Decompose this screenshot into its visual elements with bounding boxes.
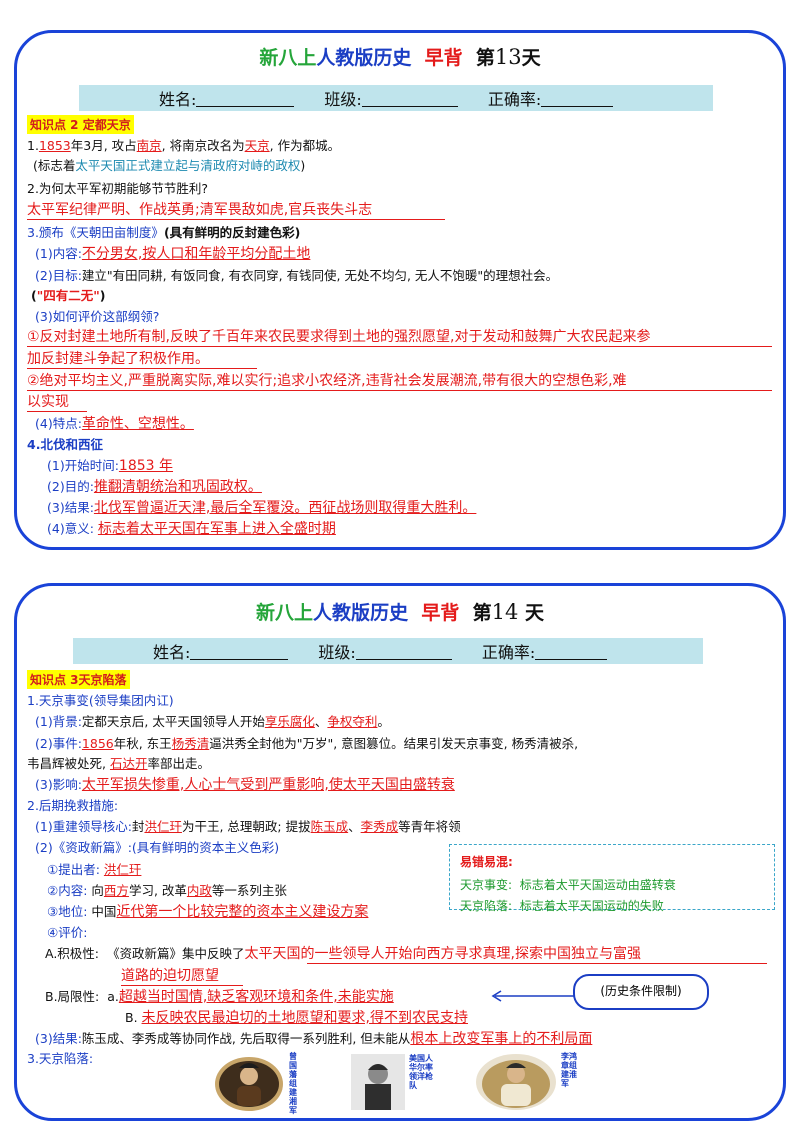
eval-underline — [27, 411, 87, 412]
class-label: 班级: — [318, 643, 356, 662]
eval-underline — [27, 368, 257, 369]
accuracy-label: 正确率: — [481, 643, 536, 662]
class-field[interactable] — [361, 90, 458, 107]
accuracy-label: 正确率: — [487, 90, 542, 109]
c2-evaluation: ④评价: — [47, 925, 88, 940]
c1-heading-4: 4.北伐和西征 — [27, 437, 103, 452]
c2-event-cont: 韦昌辉被处死, 石达开率部出走。 — [27, 756, 210, 771]
c1-four-two: ("四有二无") — [31, 288, 106, 303]
c1-eval-1a: ①反对封建土地所有制,反映了千百年来农民要求得到土地的强烈愿望,对于发动和鼓舞广… — [27, 329, 651, 345]
day13-name-bar: 姓名: 班级: 正确率: — [79, 85, 713, 111]
c1-purpose: (2)目的:推翻清朝统治和巩固政权。 — [47, 479, 262, 495]
c2-status: ③地位: 中国近代第一个比较完整的资本主义建设方案 — [47, 904, 369, 920]
c1-content: (1)内容:不分男女,按人口和年龄平均分配土地 — [35, 246, 311, 262]
c1-significance: (4)意义: 标志着太平天国在军事上进入全盛时期 — [47, 521, 336, 537]
portrait-icon — [351, 1054, 405, 1110]
day14-name-bar: 姓名: 班级: 正确率: — [73, 638, 703, 664]
c2-heading-1: 1.天京事变(领导集团内讧) — [27, 693, 174, 708]
c2-positive-cont: 道路的迫切愿望 — [121, 968, 219, 984]
c1-question-2: 2.为何太平军初期能够节节胜利? — [27, 181, 209, 196]
c1-line-1: 1.1853年3月, 攻占南京, 将南京改名为天京, 作为都城。 — [27, 138, 341, 153]
day13-title: 新八上人教版历史 早背 第13天 — [259, 45, 541, 69]
name-field[interactable] — [190, 643, 289, 660]
callout-arrow-icon — [491, 990, 575, 1002]
c2-limit-a: B.局限性: a.超越当时国情,缺乏客观环境和条件,未能实施 — [45, 989, 394, 1005]
eval-underline — [121, 985, 243, 986]
eval-underline — [27, 346, 772, 347]
eval-underline — [27, 390, 772, 391]
photo-li-hongzhang: 李鸿章组建淮军 — [475, 1052, 577, 1114]
c1-feature: (4)特点:革命性、空想性。 — [35, 416, 194, 432]
c1-result: (3)结果:北伐军曾逼近天津,最后全军覆没。西征战场则取得重大胜利。 — [47, 500, 477, 516]
c1-answer-2: 太平军纪律严明、作战英勇;清军畏敌如虎,官兵丧失斗志 — [27, 202, 373, 218]
c2-leadership: (1)重建领导核心:封洪仁玕为干王, 总理朝政; 提拔陈玉成、李秀成等青年将领 — [35, 819, 461, 834]
c1-line-2: (标志着太平天国正式建立起与清政府对峙的政权) — [33, 158, 306, 173]
class-label: 班级: — [324, 90, 362, 109]
confusion-note-box: 易错易混: 天京事变: 标志着太平天国运动由盛转衰 天京陷落: 标志着太平天国运… — [449, 844, 775, 913]
day13-card: 新八上人教版历史 早背 第13天 姓名: 班级: 正确率: 知识点 2 定都天京… — [14, 30, 786, 550]
name-label: 姓名: — [153, 643, 191, 662]
day14-card: 新八上人教版历史 早背 第14 天 姓名: 班级: 正确率: 知识点 3天京陷落… — [14, 583, 786, 1121]
c2-impact: (3)影响:太平军损失惨重,人心士气受到严重影响,使太平天国由盛转衰 — [35, 777, 455, 793]
c2-background: (1)背景:定都天京后, 太平天国领导人开始享乐腐化、争权夺利。 — [35, 714, 390, 729]
c2-new-policy: (2)《资政新篇》:(具有鲜明的资本主义色彩) — [35, 840, 280, 855]
accuracy-field[interactable] — [541, 90, 614, 107]
portrait-icon — [215, 1057, 283, 1111]
c1-start-time: (1)开始时间:1853 年 — [47, 458, 174, 474]
c2-heading-3: 3.天京陷落: — [27, 1051, 94, 1066]
class-field[interactable] — [355, 643, 452, 660]
name-field[interactable] — [196, 90, 295, 107]
photo-zeng-guofan: 曾国藩组建湘军 — [213, 1052, 297, 1116]
accuracy-field[interactable] — [535, 643, 608, 660]
day14-title: 新八上人教版历史 早背 第14 天 — [256, 600, 544, 624]
answer-underline — [27, 219, 445, 220]
name-label: 姓名: — [159, 90, 197, 109]
c1-eval-1b: 加反封建斗争起了积极作用。 — [27, 351, 209, 367]
c2-heading-2: 2.后期挽救措施: — [27, 798, 119, 813]
c2-positive: A.积极性: 《资政新篇》集中反映了太平天国的一些领导人开始向西方寻求真理,探索… — [45, 946, 641, 962]
photo-ward: 美国人华尔率领洋枪队 — [351, 1054, 433, 1114]
c1-eval-2a: ②绝对平均主义,严重脱离实际,难以实行;追求小农经济,违背社会发展潮流,带有很大… — [27, 373, 627, 389]
c2-limit-b: B. 未反映农民最迫切的土地愿望和要求,得不到农民支持 — [125, 1010, 468, 1026]
c2-proposer: ①提出者: 洪仁玕 — [47, 862, 142, 877]
c2-event: (2)事件:1856年秋, 东王杨秀清逼洪秀全封他为"万岁", 意图篡位。结果引… — [35, 736, 579, 751]
c2-policy-content: ②内容: 向西方学习, 改革内政等一系列主张 — [47, 883, 287, 898]
c1-heading-3: 3.颁布《天朝田亩制度》(具有鲜明的反封建色彩) — [27, 225, 301, 240]
c1-evaluate-q: (3)如何评价这部纲领? — [35, 309, 160, 324]
portrait-icon — [476, 1054, 556, 1110]
knowledge-point-3: 知识点 3天京陷落 — [27, 670, 130, 689]
history-limit-bubble: (历史条件限制) — [573, 974, 709, 1010]
eval-underline — [307, 963, 767, 964]
c2-result: (3)结果:陈玉成、李秀成等协同作战, 先后取得一系列胜利, 但未能从根本上改变… — [35, 1031, 593, 1047]
c1-eval-2b: 以实现 — [27, 394, 69, 410]
knowledge-point-2: 知识点 2 定都天京 — [27, 115, 134, 134]
c1-goal: (2)目标:建立"有田同耕, 有饭同食, 有衣同穿, 有钱同使, 无处不均匀, … — [35, 268, 559, 283]
